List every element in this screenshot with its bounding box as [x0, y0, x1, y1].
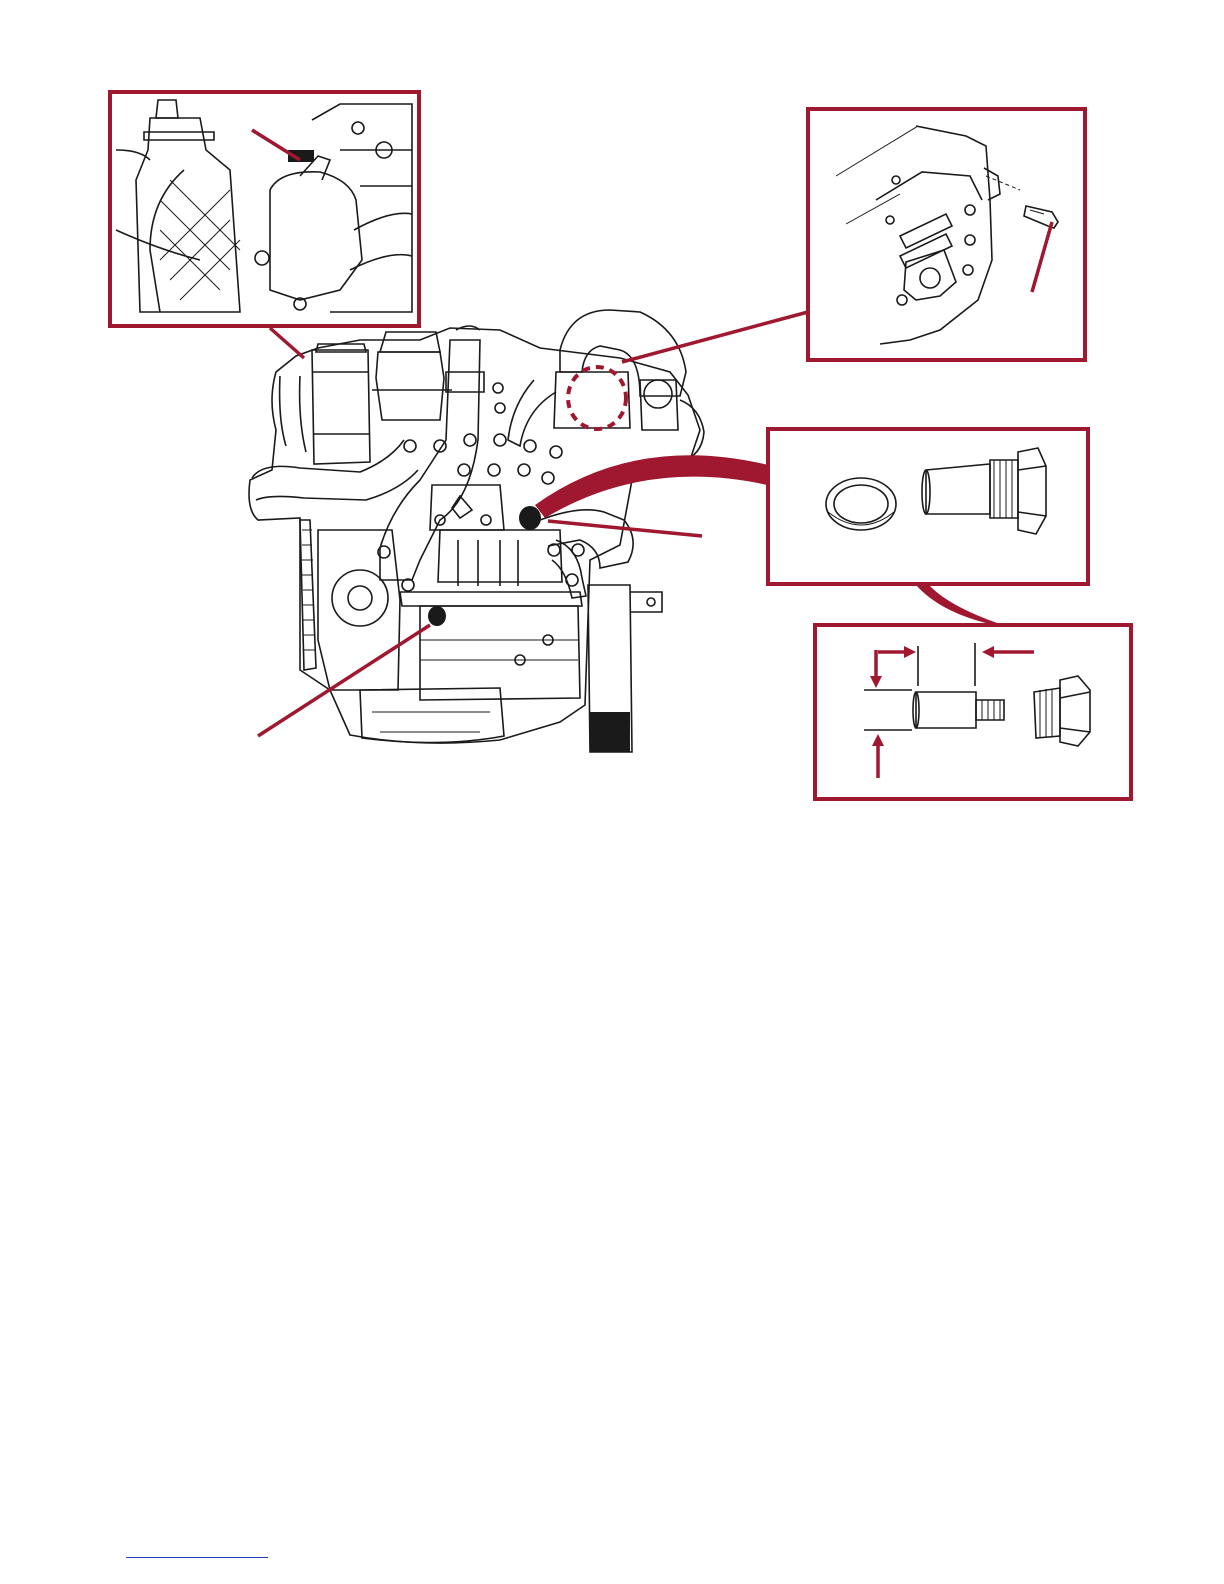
anode-plug-and-washer-inset — [768, 429, 1088, 584]
drain-plug-icon — [519, 506, 541, 530]
anode-wear-measurement-inset — [815, 625, 1131, 799]
heat-exchanger-vent-screw-inset — [808, 109, 1085, 360]
vent-location-marker — [568, 367, 626, 429]
drain-plug-icon — [428, 606, 446, 626]
footer-rule — [126, 1557, 268, 1558]
circulating-pump-vent-inset — [110, 92, 419, 326]
